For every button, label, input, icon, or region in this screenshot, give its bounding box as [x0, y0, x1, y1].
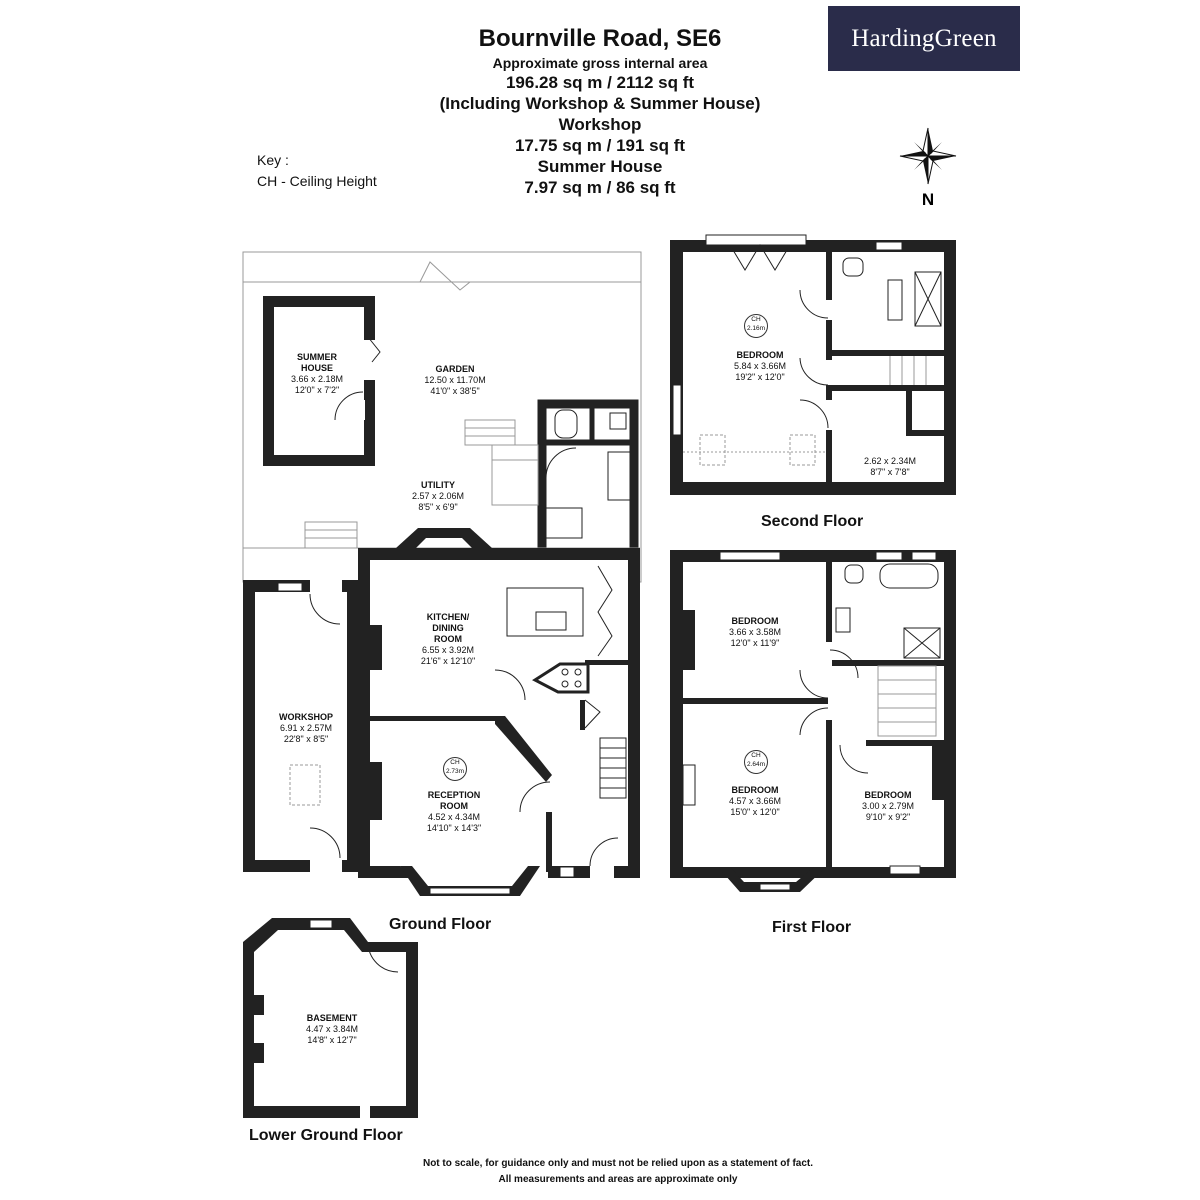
room-imperial: 15'0" x 12'0": [730, 807, 780, 817]
room-name: WORKSHOP: [279, 712, 333, 722]
room-name: BASEMENT: [306, 1013, 358, 1023]
room-imperial: 9'10" x 9'2": [865, 812, 911, 822]
key-legend: Key : CH - Ceiling Height: [257, 150, 377, 192]
room-summer-house: SUMMER HOUSE 3.66 x 2.18M 12'0" x 7'2": [275, 352, 359, 396]
room-name: BEDROOM: [731, 785, 779, 795]
total-area: 196.28 sq m / 2112 sq ft: [505, 73, 695, 92]
workshop-heading: Workshop: [558, 115, 642, 134]
room-name: RECEPTION: [427, 790, 481, 800]
room-imperial: 8'5" x 6'9": [418, 502, 458, 512]
room-imperial: 41'0" x 38'5": [430, 386, 480, 396]
room-imperial: 19'2" x 12'0": [735, 372, 785, 382]
room-metric: 6.91 x 2.57M: [279, 723, 333, 733]
second-bedroom-ceiling-height: CH 2.16m: [744, 314, 768, 338]
room-metric: 3.66 x 3.58M: [728, 627, 782, 637]
room-imperial: 12'0" x 7'2": [294, 385, 340, 395]
first-bedroom-ceiling-height: CH 2.64m: [744, 750, 768, 774]
property-title: Bournville Road, SE6: [478, 25, 722, 52]
room-name: KITCHEN/: [426, 612, 470, 622]
room-metric: 3.00 x 2.79M: [861, 801, 915, 811]
ground-floor-title: Ground Floor: [389, 916, 492, 933]
room-workshop: WORKSHOP 6.91 x 2.57M 22'8" x 8'5": [258, 712, 354, 745]
room-metric: 5.84 x 3.66M: [733, 361, 787, 371]
room-name-line2: DINING: [432, 623, 464, 633]
area-subtitle: Approximate gross internal area: [492, 55, 708, 71]
room-metric: 2.62 x 2.34M: [863, 456, 917, 466]
compass-label: N: [922, 190, 934, 209]
room-name-line3: ROOM: [434, 634, 462, 644]
room-metric: 2.57 x 2.06M: [411, 491, 465, 501]
room-metric: 4.52 x 4.34M: [427, 812, 481, 822]
room-metric: 4.47 x 3.84M: [305, 1024, 359, 1034]
second-floor-walls: [670, 234, 956, 495]
summer-house-heading: Summer House: [537, 157, 663, 176]
room-metric: 4.57 x 3.66M: [728, 796, 782, 806]
room-second-floor-store: 2.62 x 2.34M 8'7" x 7'8": [842, 456, 938, 478]
room-imperial: 12'0" x 11'9": [730, 638, 780, 648]
room-basement: BASEMENT 4.47 x 3.84M 14'8" x 12'7": [284, 1013, 380, 1046]
room-name: SUMMER: [297, 352, 337, 362]
room-imperial: 14'8" x 12'7": [307, 1035, 357, 1045]
disclaimer-line-1: Not to scale, for guidance only and must…: [422, 1158, 814, 1169]
room-imperial: 21'6" x 12'10": [420, 656, 476, 666]
compass-rose-icon: N: [899, 127, 957, 209]
room-kitchen-dining: KITCHEN/ DINING ROOM 6.55 x 3.92M 21'6" …: [398, 612, 498, 667]
first-floor-title: First Floor: [772, 919, 852, 936]
ground-floor-walls: [358, 528, 640, 896]
room-imperial: 8'7" x 7'8": [870, 467, 910, 477]
room-metric: 3.66 x 2.18M: [290, 374, 344, 384]
disclaimer-line-2: All measurements and areas are approxima…: [498, 1174, 738, 1185]
summer-house-walls: [263, 296, 381, 466]
key-item: CH - Ceiling Height: [257, 173, 377, 189]
including-note: (Including Workshop & Summer House): [439, 94, 761, 113]
lower-ground-floor-title: Lower Ground Floor: [249, 1127, 403, 1144]
workshop-area: 17.75 sq m / 191 sq ft: [514, 136, 686, 155]
room-metric: 6.55 x 3.92M: [421, 645, 475, 655]
footer-disclaimer: Not to scale, for guidance only and must…: [300, 1156, 936, 1188]
summer-house-area: 7.97 sq m / 86 sq ft: [524, 178, 676, 197]
utility-block: [537, 399, 639, 561]
room-utility: UTILITY 2.57 x 2.06M 8'5" x 6'9": [388, 480, 488, 513]
room-imperial: 14'10" x 14'3": [426, 823, 482, 833]
room-imperial: 22'8" x 8'5": [283, 734, 329, 744]
reception-ceiling-height: CH 2.73m: [443, 757, 467, 781]
room-name: BEDROOM: [736, 350, 784, 360]
room-metric: 12.50 x 11.70M: [424, 375, 486, 385]
room-first-floor-bedroom-rear: BEDROOM 3.66 x 3.58M 12'0" x 11'9": [705, 616, 805, 649]
room-reception: RECEPTION ROOM 4.52 x 4.34M 14'10" x 14'…: [404, 790, 504, 834]
room-name: UTILITY: [421, 480, 455, 490]
basement-walls: [243, 918, 418, 1118]
header: Bournville Road, SE6 Approximate gross i…: [350, 24, 850, 198]
agent-logo: HardingGreen: [828, 6, 1020, 71]
room-name-line2: ROOM: [440, 801, 468, 811]
room-garden: GARDEN 12.50 x 11.70M 41'0" x 38'5": [395, 364, 515, 397]
second-floor-title: Second Floor: [761, 513, 864, 530]
room-second-floor-bedroom: BEDROOM 5.84 x 3.66M 19'2" x 12'0": [710, 350, 810, 383]
room-name: GARDEN: [435, 364, 475, 374]
room-name: BEDROOM: [731, 616, 779, 626]
first-floor-walls: [670, 550, 956, 892]
workshop-walls: [243, 576, 358, 876]
room-name: BEDROOM: [864, 790, 912, 800]
room-first-floor-bedroom-front: BEDROOM 4.57 x 3.66M 15'0" x 12'0": [705, 785, 805, 818]
key-heading: Key :: [257, 152, 289, 168]
room-name-line2: HOUSE: [300, 363, 333, 373]
room-first-floor-bedroom-small: BEDROOM 3.00 x 2.79M 9'10" x 9'2": [838, 790, 938, 823]
